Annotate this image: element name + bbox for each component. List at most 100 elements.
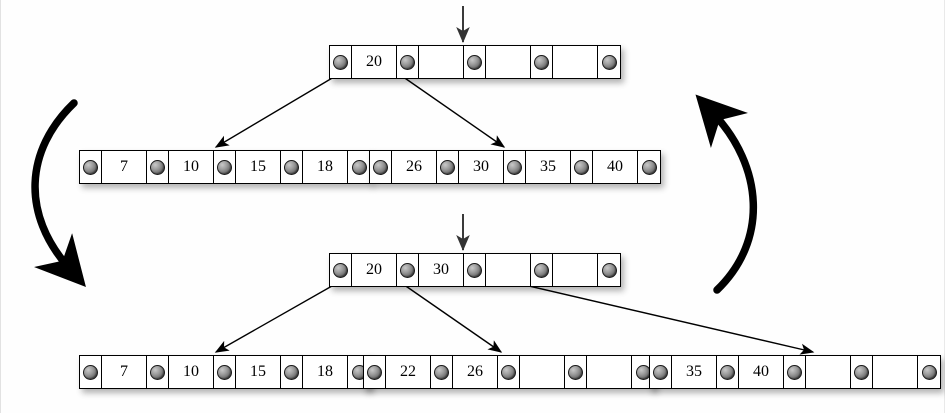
pointer-cell[interactable] <box>464 254 486 286</box>
pointer-cell[interactable] <box>431 356 453 388</box>
key-cell[interactable]: 10 <box>169 356 214 388</box>
pointer-cell[interactable] <box>565 356 587 388</box>
pointer-cell[interactable] <box>330 46 352 78</box>
pointer-cell[interactable] <box>598 46 620 78</box>
pointer-dot-icon <box>534 54 549 70</box>
edge-root-after-to-leaf2 <box>399 281 503 353</box>
leaf-node-before-1[interactable]: 7 10 15 18 <box>79 150 371 184</box>
key-cell[interactable]: 10 <box>169 151 214 183</box>
key-cell[interactable] <box>553 46 598 78</box>
pointer-dot-icon <box>83 159 98 175</box>
root-node-before[interactable]: 20 <box>329 45 621 79</box>
leaf-node-after-3[interactable]: 35 40 <box>649 355 941 389</box>
pointer-cell[interactable] <box>571 151 593 183</box>
pointer-cell[interactable] <box>214 356 236 388</box>
key-cell[interactable]: 18 <box>303 151 348 183</box>
key-cell[interactable] <box>486 254 531 286</box>
pointer-dot-icon <box>400 54 415 70</box>
pointer-cell[interactable] <box>638 151 660 183</box>
pointer-dot-icon <box>467 54 482 70</box>
key-cell[interactable]: 15 <box>236 356 281 388</box>
key-cell[interactable]: 20 <box>352 46 397 78</box>
key-cell[interactable]: 15 <box>236 151 281 183</box>
leaf-node-before-2[interactable]: 26 30 35 40 <box>369 150 661 184</box>
pointer-dot-icon <box>333 262 348 278</box>
key-cell[interactable]: 20 <box>352 254 397 286</box>
pointer-cell[interactable] <box>531 46 553 78</box>
pointer-cell[interactable] <box>330 254 352 286</box>
cycle-arrow-left <box>31 99 86 288</box>
pointer-cell[interactable] <box>348 151 370 183</box>
pointer-cell[interactable] <box>281 356 303 388</box>
pointer-dot-icon <box>400 262 415 278</box>
pointer-cell[interactable] <box>281 151 303 183</box>
pointer-cell[interactable] <box>717 356 739 388</box>
pointer-dot-icon <box>854 364 869 380</box>
pointer-dot-icon <box>921 364 937 380</box>
pointer-cell[interactable] <box>531 254 553 286</box>
pointer-dot-icon <box>373 159 388 175</box>
pointer-dot-icon <box>601 54 617 70</box>
pointer-cell[interactable] <box>80 151 102 183</box>
pointer-dot-icon <box>440 159 455 175</box>
key-cell[interactable] <box>873 356 918 388</box>
pointer-dot-icon <box>787 364 802 380</box>
pointer-cell[interactable] <box>370 151 392 183</box>
edge-root-after-to-leaf1 <box>214 281 340 353</box>
pointer-dot-icon <box>351 159 367 175</box>
pointer-dot-icon <box>601 262 617 278</box>
pointer-cell[interactable] <box>498 356 520 388</box>
pointer-dot-icon <box>284 159 299 175</box>
root-node-after[interactable]: 20 30 <box>329 253 621 287</box>
key-cell[interactable]: 7 <box>102 151 147 183</box>
pointer-cell[interactable] <box>364 356 386 388</box>
pointer-cell[interactable] <box>147 151 169 183</box>
key-cell[interactable] <box>553 254 598 286</box>
pointer-dot-icon <box>720 364 735 380</box>
key-cell[interactable]: 22 <box>386 356 431 388</box>
pointer-dot-icon <box>434 364 449 380</box>
key-cell[interactable]: 30 <box>459 151 504 183</box>
pointer-cell[interactable] <box>397 46 419 78</box>
pointer-dot-icon <box>534 262 549 278</box>
pointer-dot-icon <box>507 159 522 175</box>
key-cell[interactable] <box>587 356 632 388</box>
key-cell[interactable] <box>520 356 565 388</box>
pointer-cell[interactable] <box>464 46 486 78</box>
key-cell[interactable] <box>486 46 531 78</box>
edge-root-before-to-leaf1 <box>214 73 340 148</box>
pointer-cell[interactable] <box>147 356 169 388</box>
pointer-cell[interactable] <box>80 356 102 388</box>
pointer-cell[interactable] <box>214 151 236 183</box>
pointer-cell[interactable] <box>650 356 672 388</box>
key-cell[interactable] <box>419 46 464 78</box>
pointer-cell[interactable] <box>598 254 620 286</box>
key-cell[interactable]: 40 <box>739 356 784 388</box>
pointer-dot-icon <box>217 159 232 175</box>
pointer-dot-icon <box>574 159 589 175</box>
pointer-cell[interactable] <box>851 356 873 388</box>
key-cell[interactable]: 40 <box>593 151 638 183</box>
pointer-dot-icon <box>641 159 657 175</box>
key-cell[interactable]: 26 <box>453 356 498 388</box>
key-cell[interactable]: 26 <box>392 151 437 183</box>
leaf-node-after-2[interactable]: 22 26 <box>363 355 655 389</box>
pointer-dot-icon <box>83 364 98 380</box>
key-cell[interactable]: 35 <box>526 151 571 183</box>
key-cell[interactable]: 7 <box>102 356 147 388</box>
pointer-cell[interactable] <box>437 151 459 183</box>
leaf-node-after-1[interactable]: 7 10 15 18 <box>79 355 371 389</box>
edge-root-before-to-leaf2 <box>398 73 506 148</box>
pointer-dot-icon <box>333 54 348 70</box>
key-cell[interactable]: 30 <box>419 254 464 286</box>
pointer-cell[interactable] <box>504 151 526 183</box>
pointer-cell[interactable] <box>918 356 940 388</box>
pointer-cell[interactable] <box>784 356 806 388</box>
pointer-dot-icon <box>367 364 382 380</box>
pointer-dot-icon <box>467 262 482 278</box>
key-cell[interactable]: 18 <box>303 356 348 388</box>
key-cell[interactable] <box>806 356 851 388</box>
key-cell[interactable]: 35 <box>672 356 717 388</box>
pointer-cell[interactable] <box>397 254 419 286</box>
